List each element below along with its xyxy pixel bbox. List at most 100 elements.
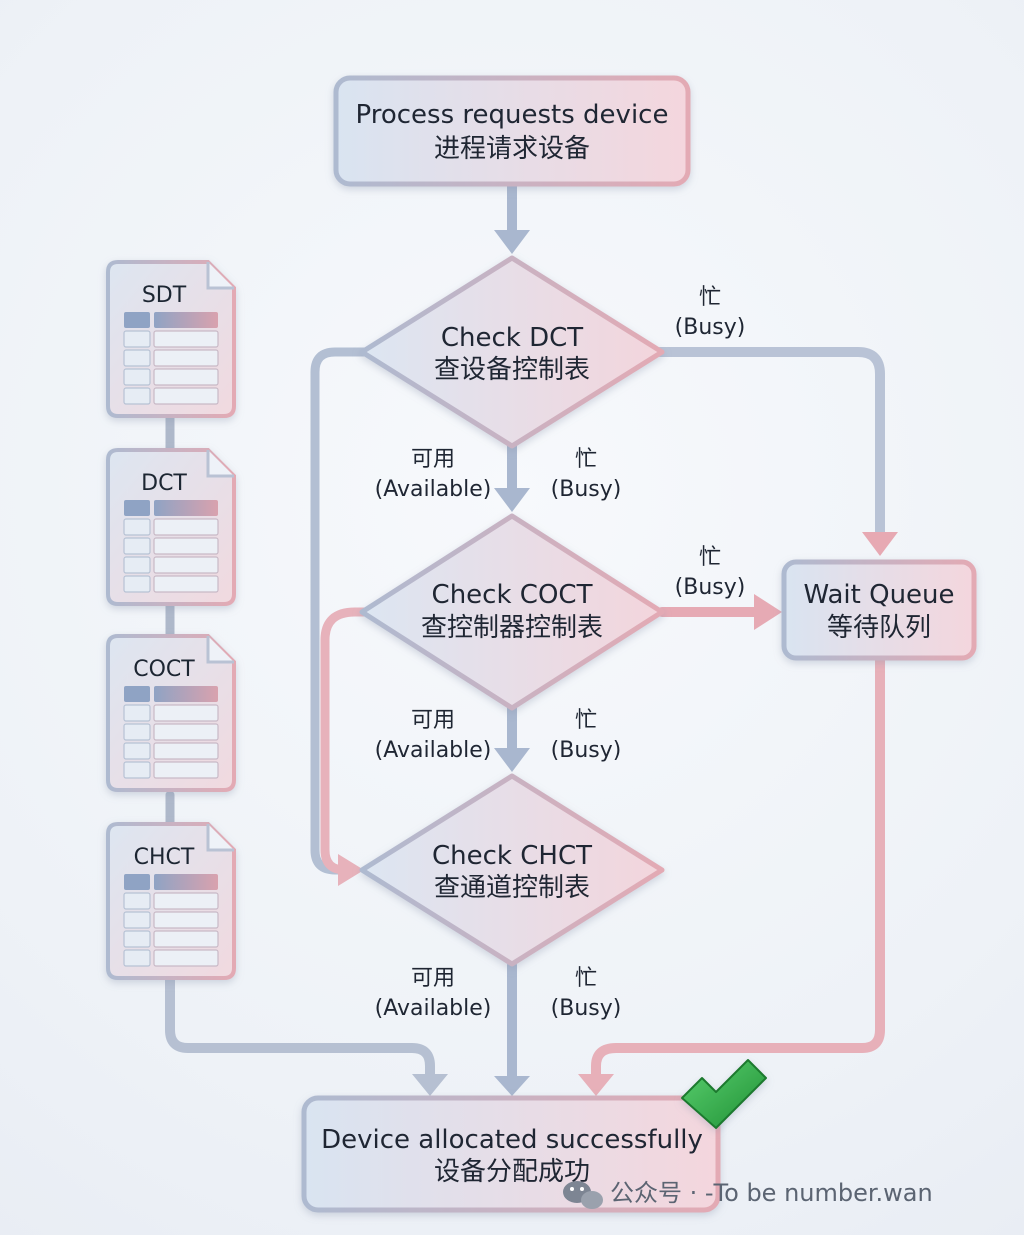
table-doc-label: CHCT xyxy=(134,845,195,870)
coct-busy-below-zh: 忙 xyxy=(575,708,597,733)
check-dct-en: Check DCT xyxy=(441,323,583,353)
wait-queue-en: Wait Queue xyxy=(803,580,954,610)
table-cell xyxy=(153,518,219,536)
table-cell xyxy=(153,930,219,948)
control-tables: SDT DCT COCT CHCT xyxy=(106,260,236,980)
success-zh: 设备分配成功 xyxy=(434,1157,590,1187)
table-cell xyxy=(153,556,219,574)
arrowhead-dct xyxy=(494,230,530,254)
table-doc-dct: DCT xyxy=(106,448,236,606)
check-chct-en: Check CHCT xyxy=(432,841,592,871)
dct-busy-right-zh: 忙 xyxy=(699,285,721,310)
table-cell xyxy=(123,911,151,929)
node-wait-queue xyxy=(781,559,977,661)
table-cell xyxy=(123,330,151,348)
table-header-cell xyxy=(154,686,218,702)
chct-busy-below-en: (Busy) xyxy=(551,996,622,1021)
table-cell xyxy=(153,349,219,367)
edge-labels: 忙 (Busy) 可用 (Available) 忙 (Busy) 忙 (Busy… xyxy=(375,285,746,1021)
table-cell xyxy=(123,723,151,741)
arrowhead-coct xyxy=(494,488,530,512)
table-doc-chct: CHCT xyxy=(106,822,236,980)
table-cell xyxy=(123,892,151,910)
watermark-text: 公众号 · -To be number.wan xyxy=(610,1179,933,1207)
table-cell xyxy=(123,704,151,722)
table-cell xyxy=(153,387,219,405)
table-doc-label: SDT xyxy=(142,283,187,308)
dct-busy-right-en: (Busy) xyxy=(675,315,746,340)
table-doc-coct: COCT xyxy=(106,634,236,792)
table-cell xyxy=(153,911,219,929)
check-coct-en: Check COCT xyxy=(432,580,593,610)
node-check-chct xyxy=(359,773,665,967)
table-cell xyxy=(153,330,219,348)
table-cell xyxy=(123,387,151,405)
coct-busy-right-zh: 忙 xyxy=(699,545,721,570)
chct-busy-below-zh: 忙 xyxy=(575,966,597,991)
check-coct-zh: 查控制器控制表 xyxy=(421,613,603,643)
arrowhead-success-right xyxy=(578,1074,614,1096)
table-cell xyxy=(153,575,219,593)
table-doc-fold xyxy=(206,450,234,478)
arrow-dct-left-loop xyxy=(310,347,370,875)
table-header-cell xyxy=(154,500,218,516)
table-header-cell xyxy=(154,874,218,890)
table-header-cell xyxy=(124,500,150,516)
table-cell xyxy=(153,368,219,386)
dct-available-en: (Available) xyxy=(375,477,492,502)
table-header-cell xyxy=(124,686,150,702)
arrowhead-chct-left xyxy=(338,854,364,886)
arrowhead-chct xyxy=(494,748,530,772)
table-cell xyxy=(153,537,219,555)
arrowhead-success-center xyxy=(494,1076,530,1096)
arrow-queue-to-success xyxy=(591,655,885,1090)
table-doc-fold xyxy=(206,636,234,664)
table-cell xyxy=(123,930,151,948)
table-header-cell xyxy=(124,874,150,890)
dct-busy-below-en: (Busy) xyxy=(551,477,622,502)
connectors xyxy=(165,180,885,1090)
table-cell xyxy=(153,949,219,967)
table-doc-sdt: SDT xyxy=(106,260,236,418)
arrow-tables-to-success xyxy=(165,975,435,1090)
arrowhead-queue-top xyxy=(862,532,898,556)
table-doc-label: COCT xyxy=(133,657,195,682)
table-cell xyxy=(123,556,151,574)
success-en: Device allocated successfully xyxy=(321,1125,703,1155)
table-doc-fold xyxy=(206,262,234,290)
process-request-en: Process requests device xyxy=(356,100,669,130)
dct-available-zh: 可用 xyxy=(411,447,455,472)
table-doc-label: DCT xyxy=(141,471,187,496)
table-cell xyxy=(153,723,219,741)
arrowheads xyxy=(338,230,898,1096)
table-cell xyxy=(123,518,151,536)
wait-queue-zh: 等待队列 xyxy=(827,613,931,643)
table-cell xyxy=(153,742,219,760)
arrowhead-queue-left xyxy=(754,594,782,630)
table-cell xyxy=(123,742,151,760)
node-success xyxy=(301,1095,721,1213)
table-cell xyxy=(123,368,151,386)
wechat-icon xyxy=(563,1181,603,1209)
dct-busy-below-zh: 忙 xyxy=(575,447,597,472)
check-dct-zh: 查设备控制表 xyxy=(434,355,590,385)
coct-busy-right-en: (Busy) xyxy=(675,575,746,600)
check-mark-icon xyxy=(681,1059,767,1129)
table-cell xyxy=(123,349,151,367)
coct-available-zh: 可用 xyxy=(411,708,455,733)
table-cell xyxy=(123,761,151,779)
table-cell xyxy=(123,575,151,593)
node-process-request xyxy=(333,75,691,187)
arrow-dct-busy-to-queue xyxy=(655,347,885,545)
arrow-coct-left-loop xyxy=(320,607,370,875)
table-header-cell xyxy=(124,312,150,328)
table-header-cell xyxy=(154,312,218,328)
process-request-zh: 进程请求设备 xyxy=(434,134,590,164)
node-check-dct xyxy=(359,255,665,449)
arrowhead-success-left xyxy=(412,1074,448,1096)
table-cell xyxy=(153,761,219,779)
chct-available-zh: 可用 xyxy=(411,966,455,991)
check-chct-zh: 查通道控制表 xyxy=(434,873,590,903)
table-cell xyxy=(153,704,219,722)
